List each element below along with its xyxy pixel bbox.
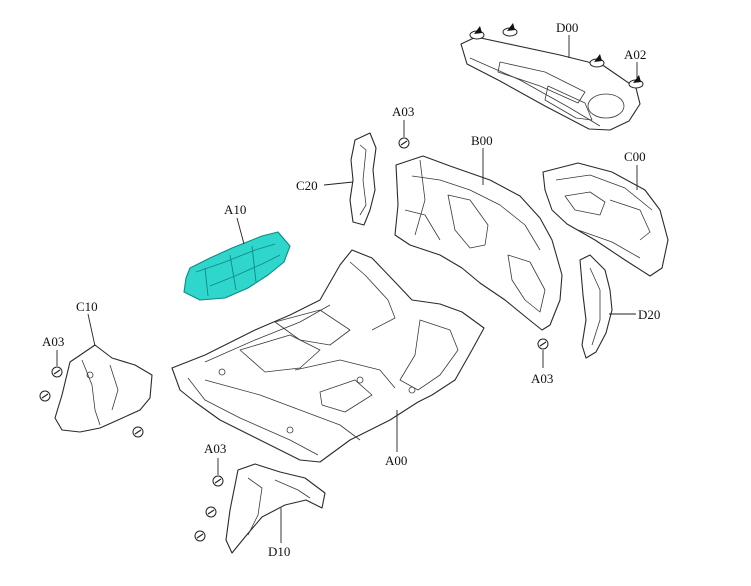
part-c00-rear-panel[interactable] [542,162,669,277]
part-b00-bulkhead[interactable] [394,155,563,331]
label-b00[interactable]: B00 [471,133,493,148]
label-a03-top[interactable]: A03 [392,104,414,119]
clip-a03-top [398,137,410,149]
grommet-a02-4 [628,75,644,89]
label-c00[interactable]: C00 [624,149,646,164]
label-a00[interactable]: A00 [385,453,407,468]
part-d20-trim[interactable] [579,254,613,359]
part-c10-trim[interactable] [54,344,153,433]
clip-a03-right [537,338,549,350]
part-d00-package-tray[interactable] [460,36,641,131]
label-c10[interactable]: C10 [76,299,98,314]
grommet-a02-3 [589,54,605,68]
part-a00-floor-carpet[interactable] [171,249,485,463]
clip-a03-left-2 [39,390,51,402]
label-d20[interactable]: D20 [638,307,660,322]
label-d00[interactable]: D00 [556,20,578,35]
leader-a10 [236,217,245,245]
clip-a03-bottom-2 [205,506,217,518]
label-a02[interactable]: A02 [624,47,646,62]
leader-c10 [87,313,96,347]
grommet-a02-2 [502,23,518,37]
label-a10[interactable]: A10 [224,202,246,217]
part-c20-trim[interactable] [349,132,377,226]
label-d10[interactable]: D10 [268,544,290,559]
clip-a03-bottom-3 [194,530,206,542]
leader-c20 [323,181,354,186]
label-a03-bottom[interactable]: A03 [204,441,226,456]
part-a10-tunnel-insulator[interactable] [183,231,291,301]
label-c20[interactable]: C20 [296,178,318,193]
clip-a03-bottom-1 [212,475,224,487]
grommet-a02-1 [469,26,485,40]
part-d10-trim[interactable] [225,463,326,554]
clip-a03-left-3 [132,426,144,438]
label-a03-left[interactable]: A03 [42,334,64,349]
label-a03-right[interactable]: A03 [531,371,553,386]
clip-a03-left-1 [51,366,63,378]
